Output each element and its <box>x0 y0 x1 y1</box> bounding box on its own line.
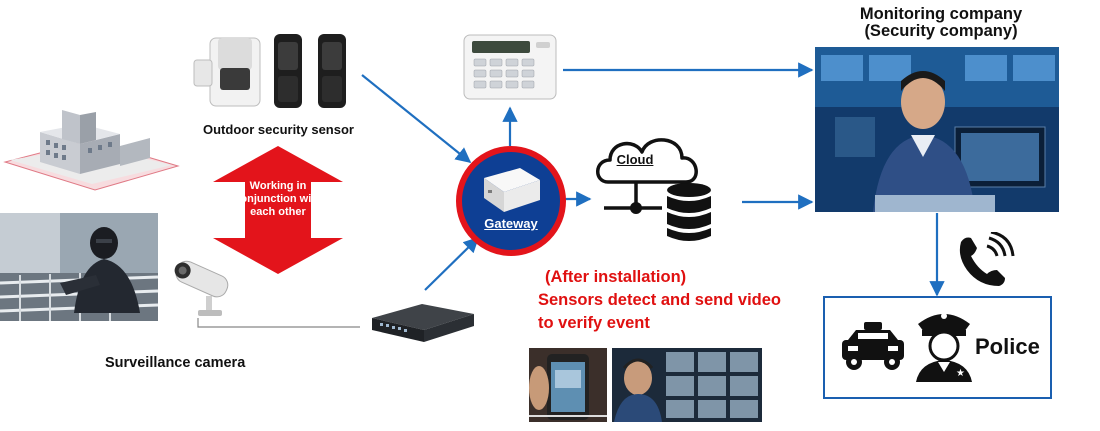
monitoring-company-line2: (Security company) <box>864 22 1018 40</box>
recorder-to-gateway-arrow <box>424 236 480 291</box>
intruder-photo <box>0 213 158 321</box>
camera-icon <box>174 260 229 316</box>
police-box <box>823 296 1052 399</box>
camera-link-line <box>197 318 360 328</box>
gateway-label: Gateway <box>484 216 538 231</box>
monitoring-company-label: Monitoring company (Security company) <box>826 6 1056 40</box>
svg-text:★: ★ <box>956 368 965 379</box>
database-icon <box>667 183 711 241</box>
police-officer-icon: ★ <box>916 313 972 382</box>
conjunction-double-arrow <box>213 146 343 274</box>
conjunction-text: Working in conjunction with each other <box>234 180 322 218</box>
smartphone-video-photo <box>529 348 607 422</box>
operator-photo <box>815 47 1059 212</box>
outdoor-sensor-icon <box>193 34 346 108</box>
note-line-2: Sensors detect and send video <box>538 291 781 309</box>
phone-icon <box>959 232 1015 286</box>
building-icon <box>3 110 180 191</box>
monitor-video-photo <box>612 348 762 422</box>
gateway-icon <box>456 146 566 256</box>
monitoring-company-line1: Monitoring company <box>859 5 1023 23</box>
surveillance-camera-label: Surveillance camera <box>105 355 246 371</box>
after-installation-note: (After installation) Sensors detect and … <box>538 266 781 335</box>
police-label: Police <box>975 334 1040 359</box>
outdoor-sensor-label: Outdoor security sensor <box>203 122 354 137</box>
keypad-icon <box>463 34 557 100</box>
police-car-icon <box>842 322 904 370</box>
note-line-1: (After installation) <box>545 268 687 286</box>
cloud-icon <box>596 138 698 214</box>
note-line-3: to verify event <box>538 314 650 332</box>
recorder-icon <box>372 304 474 342</box>
cloud-label: Cloud <box>616 152 654 167</box>
sensor-to-gateway-arrow <box>361 74 472 163</box>
